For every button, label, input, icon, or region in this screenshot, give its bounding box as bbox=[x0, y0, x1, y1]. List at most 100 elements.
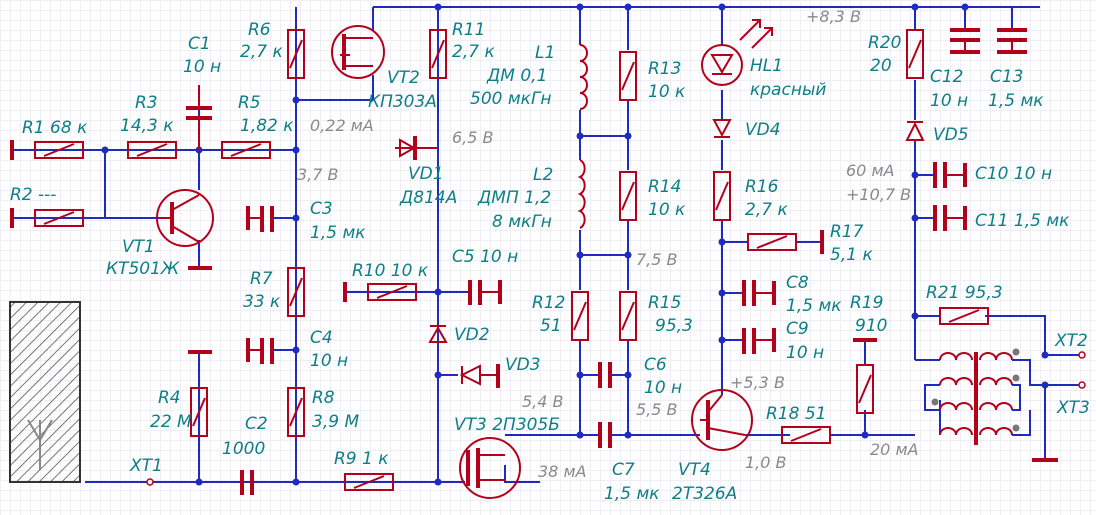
label-r19: R19 bbox=[850, 293, 883, 313]
label-r15: R15 bbox=[648, 293, 681, 313]
label-r9: R9 1 к bbox=[334, 449, 389, 469]
label-n4: 7,5 В bbox=[636, 250, 678, 269]
label-r4: R4 bbox=[158, 388, 181, 408]
resistor-r2 bbox=[34, 209, 84, 227]
label-c4: C4 bbox=[310, 328, 333, 348]
label-r13: R13 bbox=[648, 59, 681, 79]
label-l2t: ДМП 1,2 bbox=[477, 188, 551, 208]
label-r10: R10 10 к bbox=[352, 261, 429, 281]
label-c9v: 10 н bbox=[786, 343, 824, 363]
transistor-vt1 bbox=[156, 189, 214, 247]
label-r16: R16 bbox=[745, 177, 779, 197]
label-r18: R18 51 bbox=[766, 404, 826, 424]
resistor-r20 bbox=[906, 29, 924, 79]
capacitor-c8 bbox=[742, 280, 756, 306]
label-r20: R20 bbox=[868, 33, 901, 53]
label-vd1t: Д814А bbox=[399, 188, 457, 208]
label-r14v: 10 к bbox=[648, 200, 686, 220]
resistor-r19 bbox=[856, 364, 874, 414]
diode-vd3 bbox=[459, 364, 498, 386]
label-r3: R3 bbox=[135, 93, 158, 113]
label-r21: R21 95,3 bbox=[926, 283, 1003, 303]
label-n12: +10,7 В bbox=[846, 185, 911, 204]
label-n1: 0,22 мА bbox=[310, 116, 374, 135]
label-n11: 60 мА bbox=[846, 161, 894, 180]
resistor-r21 bbox=[939, 307, 989, 325]
label-vd5: VD5 bbox=[933, 125, 969, 145]
label-c8v: 1,5 мк bbox=[786, 296, 842, 316]
label-vt2: VT2 bbox=[387, 68, 420, 88]
label-hl1t: красный bbox=[750, 80, 826, 100]
capacitor-c9 bbox=[742, 328, 756, 354]
label-r8v: 3,9 M bbox=[312, 412, 359, 432]
label-c6v: 10 н bbox=[644, 378, 682, 398]
label-hl1: HL1 bbox=[750, 56, 783, 76]
label-l2v: 8 мкГн bbox=[492, 212, 552, 232]
capacitor-c12 bbox=[950, 28, 980, 42]
label-c8: C8 bbox=[786, 273, 809, 293]
label-r11: R11 bbox=[452, 20, 485, 40]
label-r5: R5 bbox=[238, 93, 261, 113]
diode-vd2 bbox=[428, 325, 448, 343]
label-n9: 1,0 В bbox=[745, 453, 787, 472]
label-c2: C2 bbox=[245, 414, 268, 434]
label-r8: R8 bbox=[312, 388, 335, 408]
ground-bars bbox=[10, 50, 1058, 462]
capacitor-c11 bbox=[933, 205, 947, 231]
capacitor-c10 bbox=[933, 162, 947, 188]
transistor-vt4 bbox=[691, 389, 753, 451]
resistor-r18 bbox=[781, 426, 831, 444]
label-c2v: 1000 bbox=[222, 439, 265, 459]
components bbox=[10, 19, 1086, 499]
label-r4v: 22 M bbox=[150, 412, 192, 432]
label-vt3: VT3 2П305Б bbox=[454, 415, 560, 435]
label-c4v: 10 н bbox=[310, 351, 348, 371]
label-vt1: VT1 bbox=[122, 237, 155, 257]
diode-vd5 bbox=[905, 121, 925, 141]
label-r6: R6 bbox=[248, 20, 271, 40]
label-r16v: 2,7 к bbox=[745, 200, 788, 220]
ground-plane bbox=[9, 301, 81, 483]
label-n3: 6,5 В bbox=[452, 128, 494, 147]
led-hl1 bbox=[701, 19, 773, 86]
label-n2: 3,7 В bbox=[297, 165, 339, 184]
supply-voltage-label: +8,3 В bbox=[806, 7, 861, 26]
capacitor-c6 bbox=[598, 362, 612, 388]
capacitor-c13 bbox=[997, 28, 1027, 42]
inductor-l1 bbox=[579, 44, 588, 110]
label-n5: 5,4 В bbox=[522, 392, 564, 411]
resistor-r1 bbox=[34, 141, 84, 159]
capacitor-c4 bbox=[260, 338, 274, 364]
label-r1: R1 68 к bbox=[22, 118, 88, 138]
label-r12: R12 bbox=[532, 293, 565, 313]
label-r17: R17 bbox=[830, 222, 864, 242]
resistor-r13 bbox=[619, 51, 637, 101]
label-l1v: 500 мкГн bbox=[470, 89, 552, 109]
label-r7v: 33 к bbox=[243, 292, 281, 312]
label-c1: C1 bbox=[188, 34, 211, 54]
label-r2: R2 --- bbox=[10, 185, 56, 205]
label-n10: 20 мА bbox=[870, 440, 918, 459]
label-r3v: 14,3 к bbox=[120, 116, 174, 136]
resistor-r11 bbox=[429, 29, 447, 79]
label-r5v: 1,82 к bbox=[240, 116, 294, 136]
label-r7: R7 bbox=[250, 269, 273, 289]
label-n8: +5,3 В bbox=[730, 373, 785, 392]
label-l2: L2 bbox=[533, 165, 553, 185]
label-c3v: 1,5 мк bbox=[310, 223, 366, 243]
label-c1v: 10 н bbox=[183, 57, 221, 77]
label-vt2t: КП303А bbox=[368, 92, 437, 112]
wires bbox=[12, 6, 1080, 483]
transistor-vt3 bbox=[459, 437, 521, 499]
resistor-r8 bbox=[287, 387, 305, 437]
inductor-l2 bbox=[577, 159, 586, 229]
label-c3: C3 bbox=[310, 199, 333, 219]
resistor-r12 bbox=[571, 291, 589, 341]
label-vt1t: КТ501Ж bbox=[106, 259, 180, 279]
label-vt4t: 2Т326А bbox=[672, 484, 737, 504]
capacitor-c7 bbox=[598, 422, 612, 448]
label-vd1: VD1 bbox=[408, 164, 444, 184]
label-c13: C13 bbox=[990, 67, 1024, 87]
junctions bbox=[101, 3, 1049, 486]
